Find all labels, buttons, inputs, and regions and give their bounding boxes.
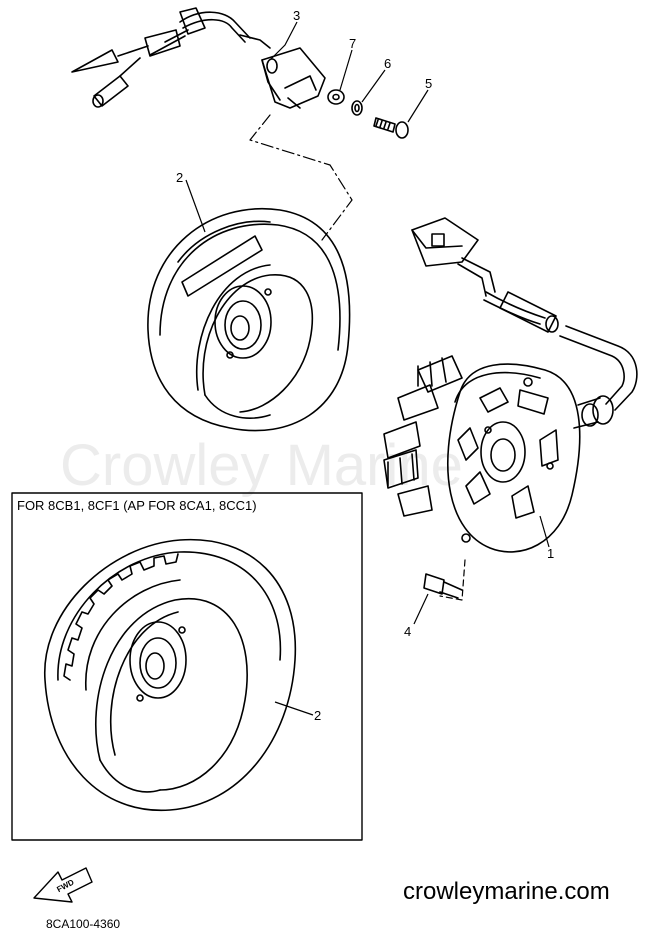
callout-1: 1 [547, 546, 554, 561]
screw-part [373, 117, 409, 139]
washer-part [327, 89, 345, 105]
variant-inset-box [11, 492, 363, 841]
callout-4: 4 [404, 624, 411, 639]
pulser-coil-part [71, 7, 326, 109]
spring-washer-part [351, 100, 363, 116]
callout-leaders [185, 21, 550, 716]
stator-part [383, 217, 638, 553]
website-link[interactable]: crowleymarine.com [403, 878, 610, 905]
callout-6: 6 [384, 56, 391, 71]
callout-2-top: 2 [176, 170, 183, 185]
diagram-code: 8CA100-4360 [46, 917, 120, 931]
callout-7: 7 [349, 36, 356, 51]
inset-title: FOR 8CB1, 8CF1 (AP FOR 8CA1, 8CC1) [17, 498, 257, 513]
flywheel-ring-gear-part [44, 538, 297, 812]
callout-2-inset: 2 [314, 708, 321, 723]
flywheel-part [147, 208, 351, 432]
forward-arrow-icon [33, 867, 93, 903]
callout-5: 5 [425, 76, 432, 91]
stator-screw-part [423, 573, 463, 599]
watermark: Crowley Marine [60, 433, 463, 498]
callout-3: 3 [293, 8, 300, 23]
